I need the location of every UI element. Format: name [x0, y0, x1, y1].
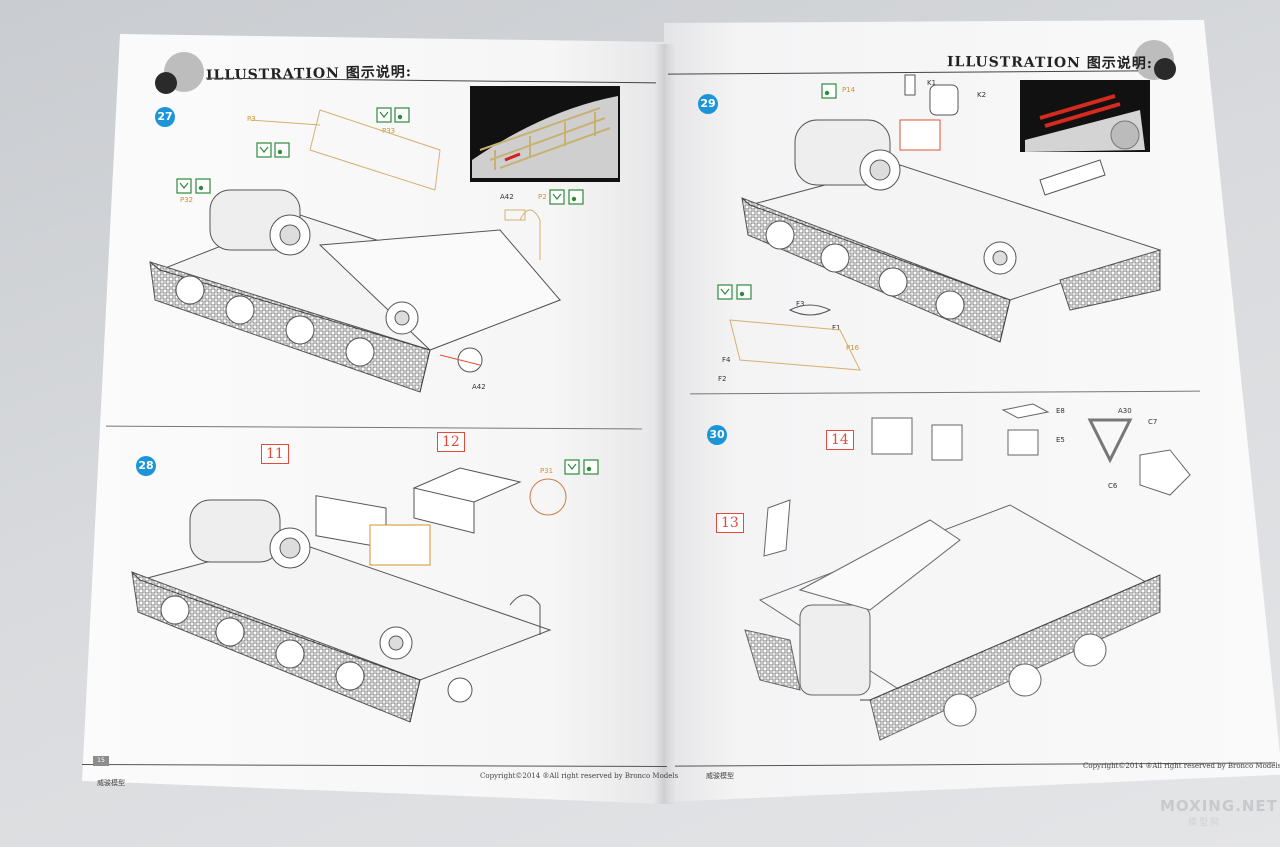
header-circle-black — [155, 72, 177, 94]
vehicle-step-29 — [729, 74, 1162, 371]
watermark-sub: 模型网 — [1188, 818, 1222, 828]
sub-assembly-12: 12 — [437, 432, 465, 452]
right-footer-brand: 威骏模型 — [706, 772, 734, 780]
sub-assembly-13: 13 — [716, 513, 744, 533]
part-label-p16: P16 — [846, 344, 860, 352]
right-footer-copyright: Copyright©2014 ®All right reserved by Br… — [1083, 762, 1280, 770]
part-label-e5: E5 — [1056, 436, 1065, 444]
part-label-k2: K2 — [977, 91, 987, 99]
part-label-c6: C6 — [1108, 482, 1118, 490]
left-footer-brand: 威骏模型 — [97, 779, 125, 787]
part-label-e8: E8 — [1056, 407, 1065, 415]
part-label-f1: F1 — [832, 324, 841, 332]
part-label-a30: A30 — [1118, 407, 1132, 415]
part-label-p31: P31 — [540, 467, 554, 475]
header-circle-black-right — [1154, 58, 1176, 80]
vehicle-step-30 — [744, 403, 1191, 741]
part-label-p2: P2 — [538, 193, 547, 201]
step-28-badge: 28 — [136, 456, 156, 476]
part-label-f4: F4 — [722, 356, 731, 364]
inset-detail-29 — [1020, 80, 1150, 152]
left-page-number: 15 — [93, 756, 109, 766]
part-label-p33: P33 — [382, 127, 396, 135]
part-label-p32: P32 — [180, 196, 194, 204]
left-footer-copyright: Copyright©2014 ®All right reserved by Br… — [480, 772, 679, 780]
step-29-badge: 29 — [698, 94, 718, 114]
part-label-p14: P14 — [842, 86, 856, 94]
part-label-c7: C7 — [1148, 418, 1158, 426]
booklet-gutter — [654, 44, 676, 804]
watermark-main: MOXING.NET — [1160, 797, 1278, 815]
part-label-a42-top: A42 — [500, 193, 514, 201]
part-label-p3: P3 — [247, 115, 256, 123]
sub-assembly-14: 14 — [826, 430, 854, 450]
part-label-f3: F3 — [796, 300, 805, 308]
part-label-a42-bottom: A42 — [472, 383, 486, 391]
part-label-f2: F2 — [718, 375, 727, 383]
vehicle-step-27 — [149, 109, 562, 393]
inset-detail-27 — [470, 86, 620, 182]
sub-assembly-11: 11 — [261, 444, 289, 464]
cement-icons — [176, 83, 837, 475]
step-30-badge: 30 — [707, 425, 727, 445]
vehicle-step-28 — [131, 467, 567, 723]
step-27-badge: 27 — [155, 107, 175, 127]
part-label-k1: K1 — [927, 79, 937, 87]
